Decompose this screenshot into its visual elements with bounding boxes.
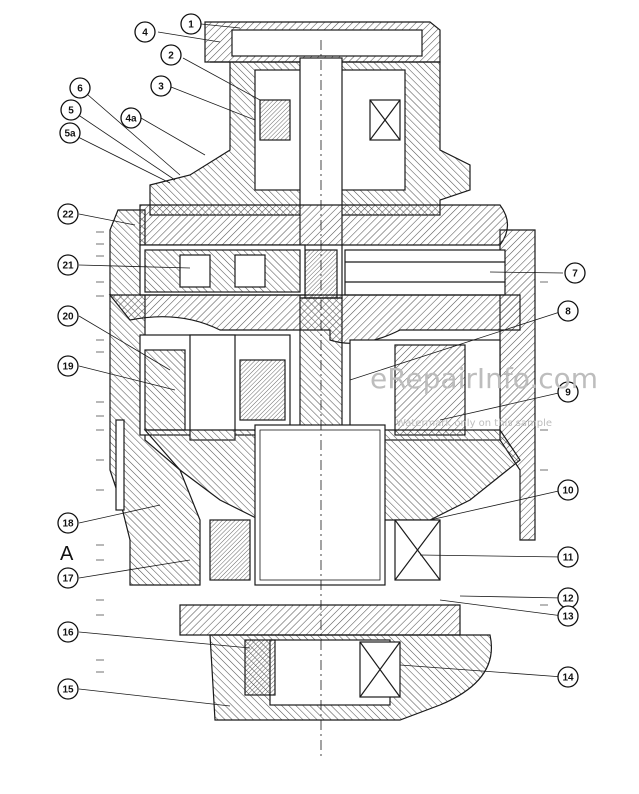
callout-label-5: 5 (68, 106, 74, 117)
bearing-16 (244, 639, 276, 696)
callout-label-5a: 5a (64, 129, 76, 140)
callout-circle-15 (57, 678, 79, 700)
callout-label-11: 11 (563, 553, 574, 564)
planet-pin (189, 334, 236, 441)
housing-drawing (108, 21, 536, 760)
planet-gear-upper-left-teeth (144, 249, 301, 293)
watermark-main: eRepairInfo.com (370, 362, 598, 395)
callout-circle-11 (557, 546, 579, 568)
callout-circle-10 (557, 479, 579, 501)
callout-leader-lines (69, 23, 564, 707)
callout-label-2: 2 (168, 51, 174, 62)
callout-circle-8 (557, 300, 579, 322)
section-letter: A (60, 543, 74, 565)
callout-circle-4 (134, 21, 156, 43)
callout-label-9: 9 (565, 388, 571, 399)
output-flange (179, 604, 461, 636)
callout-circle-3 (150, 75, 172, 97)
callout-circle-5a (59, 122, 81, 144)
ring-gear-plate (139, 204, 509, 246)
callout-label-15: 15 (62, 685, 74, 696)
callout-label-13: 13 (562, 612, 574, 623)
callout-label-17: 17 (62, 574, 74, 585)
callout-circle-18 (57, 512, 79, 534)
callout-label-7: 7 (572, 269, 578, 280)
callout-label-22: 22 (62, 210, 74, 221)
callout-label-1: 1 (188, 20, 194, 31)
callout-label-19: 19 (62, 362, 74, 373)
callout-circle-22 (57, 203, 79, 225)
callout-circle-16 (57, 621, 79, 643)
callout-label-21: 21 (62, 261, 74, 272)
upper-bearing-left (259, 99, 291, 141)
callout-circle-21 (57, 254, 79, 276)
left-housing-bolt (115, 419, 125, 511)
top-cover-inner (231, 29, 423, 57)
callout-label-10: 10 (562, 486, 574, 497)
callout-circle-6 (69, 77, 91, 99)
callout-circle-14 (557, 666, 579, 688)
planet-gear-upper-right (344, 249, 506, 296)
callout-circle-1 (180, 13, 202, 35)
callout-label-12: 12 (562, 594, 574, 605)
callout-circle-20 (57, 305, 79, 327)
callout-circle-9 (557, 381, 579, 403)
callout-circle-2 (160, 44, 182, 66)
watermark-sub: Watermark only on this sample (396, 418, 552, 429)
callout-label-8: 8 (565, 307, 571, 318)
callout-label-6: 6 (77, 84, 83, 95)
callout-label-20: 20 (62, 312, 74, 323)
callout-label-16: 16 (62, 628, 74, 639)
callout-label-18: 18 (62, 519, 74, 530)
callout-circle-13 (557, 605, 579, 627)
callout-circle-19 (57, 355, 79, 377)
callout-label-4: 4 (142, 28, 148, 39)
callout-label-3: 3 (158, 82, 164, 93)
bearing-left-17 (209, 519, 251, 581)
callout-circle-5 (60, 99, 82, 121)
part-number-ticks (96, 231, 548, 673)
callout-circle-17 (57, 567, 79, 589)
callout-circle-7 (564, 262, 586, 284)
callout-label-14: 14 (562, 673, 574, 684)
callout-circle-4a (120, 107, 142, 129)
callout-label-4a: 4a (125, 114, 137, 125)
